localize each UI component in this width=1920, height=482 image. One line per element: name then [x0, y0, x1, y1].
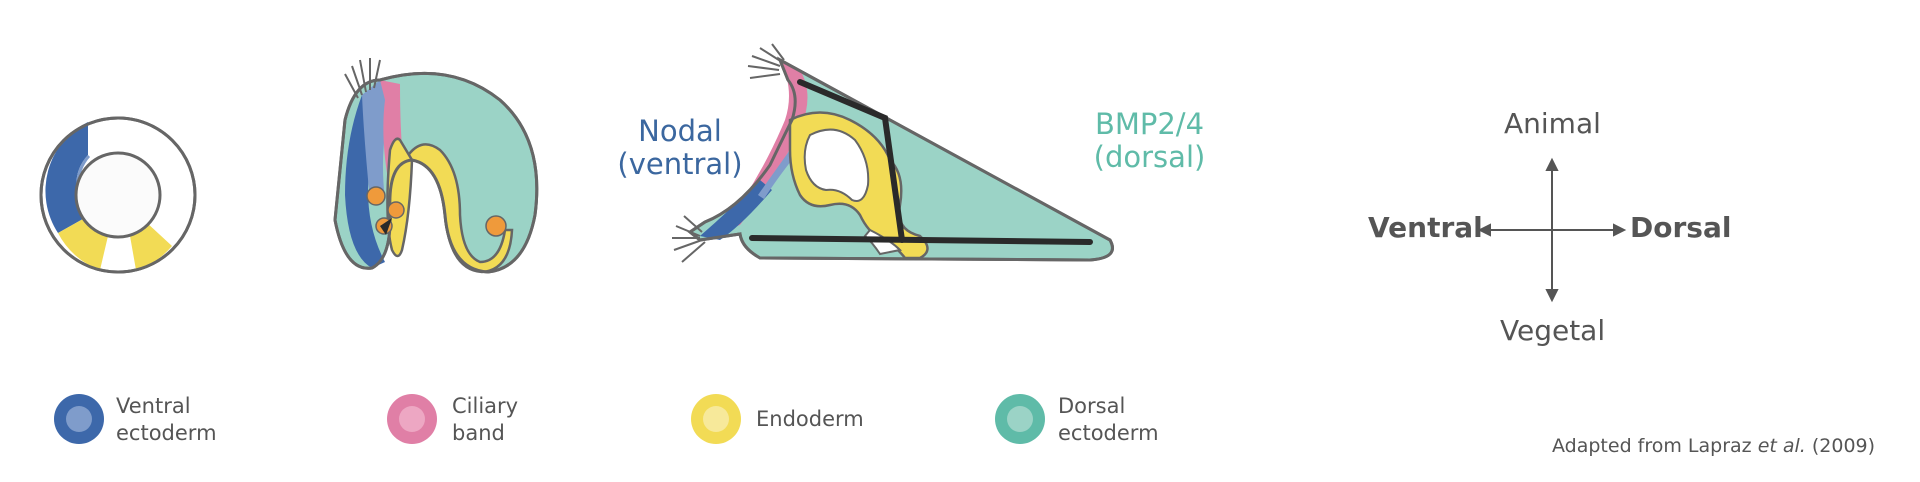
legend-line: Endoderm	[756, 407, 864, 431]
nodal-title: Nodal	[638, 114, 722, 148]
early-embryo-ring	[39, 116, 197, 274]
legend-swatch-endoderm	[691, 394, 741, 444]
axis-label-animal: Animal	[1504, 107, 1601, 140]
legend-swatch-dorsal-ectoderm	[995, 394, 1045, 444]
legend-swatch-ciliary-band	[387, 394, 437, 444]
bmp-subtitle: (dorsal)	[1093, 140, 1206, 175]
gastrula-embryo	[333, 58, 539, 274]
legend-line: ectoderm	[1058, 421, 1159, 446]
legend-label-endoderm: Endoderm	[756, 406, 864, 433]
legend-label-dorsal-ectoderm: Dorsal ectoderm	[1058, 393, 1159, 448]
bmp-label: BMP2/4 (dorsal)	[1072, 107, 1227, 175]
credit-italic: et al.	[1757, 435, 1806, 457]
legend-label-ventral-ectoderm: Ventral ectoderm	[116, 393, 217, 448]
axis-label-ventral: Ventral	[1368, 211, 1483, 244]
nodal-label: Nodal (ventral)	[605, 114, 755, 182]
source-credit: Adapted from Lapraz et al. (2009)	[1552, 435, 1876, 458]
legend-line: Dorsal	[1058, 394, 1126, 418]
nodal-subtitle: (ventral)	[617, 147, 743, 182]
legend-swatch-ventral-ectoderm	[54, 394, 104, 444]
legend-line: ectoderm	[116, 421, 217, 446]
pluteus-larva	[672, 43, 1114, 263]
credit-suffix: (2009)	[1805, 435, 1876, 457]
body-axis-cross	[1477, 157, 1627, 303]
credit-prefix: Adapted from Lapraz	[1552, 435, 1758, 457]
legend-line: Ventral	[116, 394, 191, 418]
axis-label-vegetal: Vegetal	[1500, 314, 1606, 347]
legend-label-ciliary-band: Ciliary band	[452, 393, 518, 448]
legend-line: Ciliary	[452, 394, 519, 418]
bmp-title: BMP2/4	[1094, 107, 1205, 141]
axis-label-dorsal: Dorsal	[1630, 211, 1732, 244]
legend-line: band	[452, 421, 505, 446]
